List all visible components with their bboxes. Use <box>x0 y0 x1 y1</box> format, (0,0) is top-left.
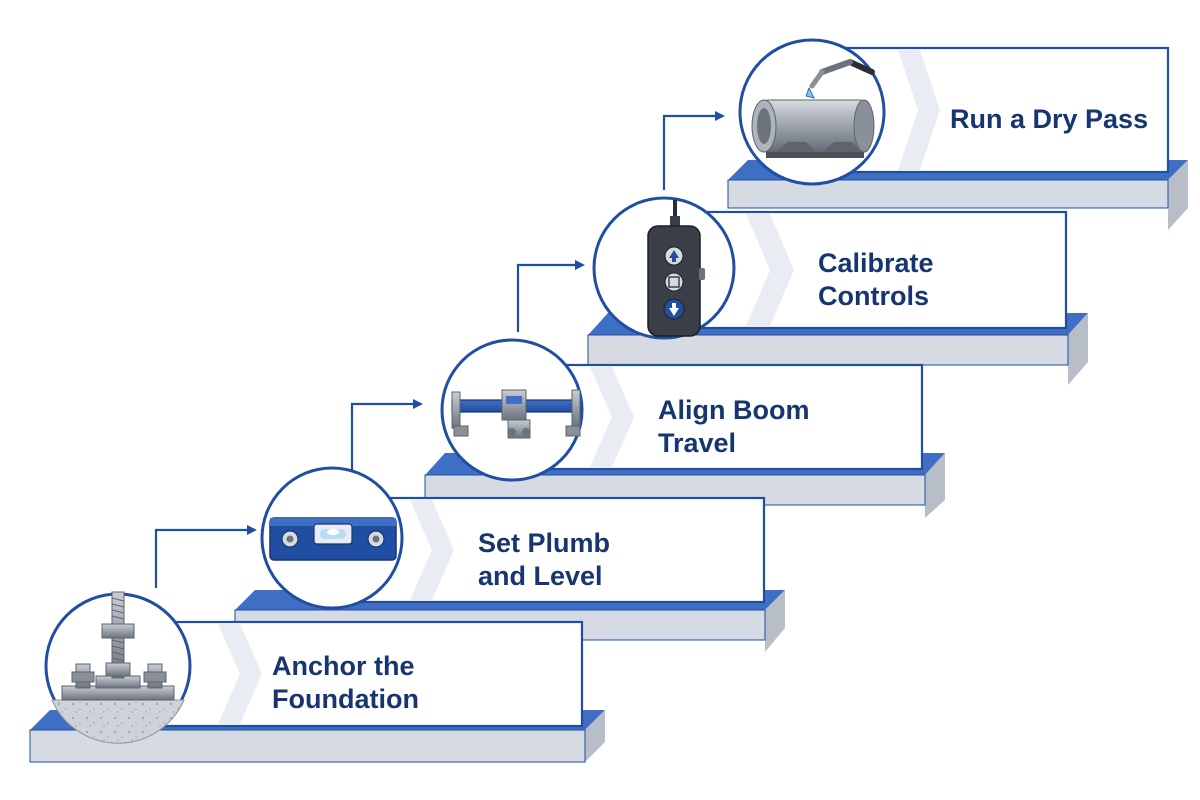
step-4-riser <box>588 335 1068 365</box>
welding-torch-pipe-icon <box>738 38 886 186</box>
step-5-label: Run a Dry Pass <box>950 104 1148 134</box>
step-4-label-line2: Controls <box>818 281 929 311</box>
spirit-level-icon <box>260 466 404 610</box>
arrow-step3-to-step4 <box>516 260 585 332</box>
step-card-1: Anchor the Foundation <box>148 620 584 728</box>
step-2-label-line1: Set Plumb <box>478 528 610 558</box>
step-2-label-line2: and Level <box>478 561 603 591</box>
boom-rail-icon <box>440 338 584 482</box>
chevron-right-icon <box>590 367 634 467</box>
chevron-right-icon <box>410 500 454 600</box>
step-1-label-line2: Foundation <box>272 684 419 714</box>
arrow-step2-to-step3 <box>350 399 423 470</box>
step-5-riser <box>728 180 1168 208</box>
arrow-step1-to-step2 <box>154 525 257 588</box>
step-1-label-line1: Anchor the <box>272 651 415 681</box>
chevron-right-icon <box>898 50 940 170</box>
chevron-right-icon <box>746 214 794 326</box>
step-4-label-line1: Calibrate <box>818 248 934 278</box>
step-3-label-line1: Align Boom <box>658 395 809 425</box>
step-card-2: Set Plumb and Level <box>348 496 766 604</box>
connector-arrows <box>154 111 725 588</box>
arrow-step4-to-step5 <box>662 111 725 190</box>
pendant-controller-icon <box>592 196 736 340</box>
step-card-3: Align Boom Travel <box>528 363 924 471</box>
step-card-5: Run a Dry Pass <box>836 46 1170 174</box>
step-3-label-line2: Travel <box>658 428 736 458</box>
chevron-right-icon <box>218 624 262 724</box>
step-card-4: Calibrate Controls <box>686 210 1068 330</box>
anchor-bolt-icon <box>44 591 192 744</box>
